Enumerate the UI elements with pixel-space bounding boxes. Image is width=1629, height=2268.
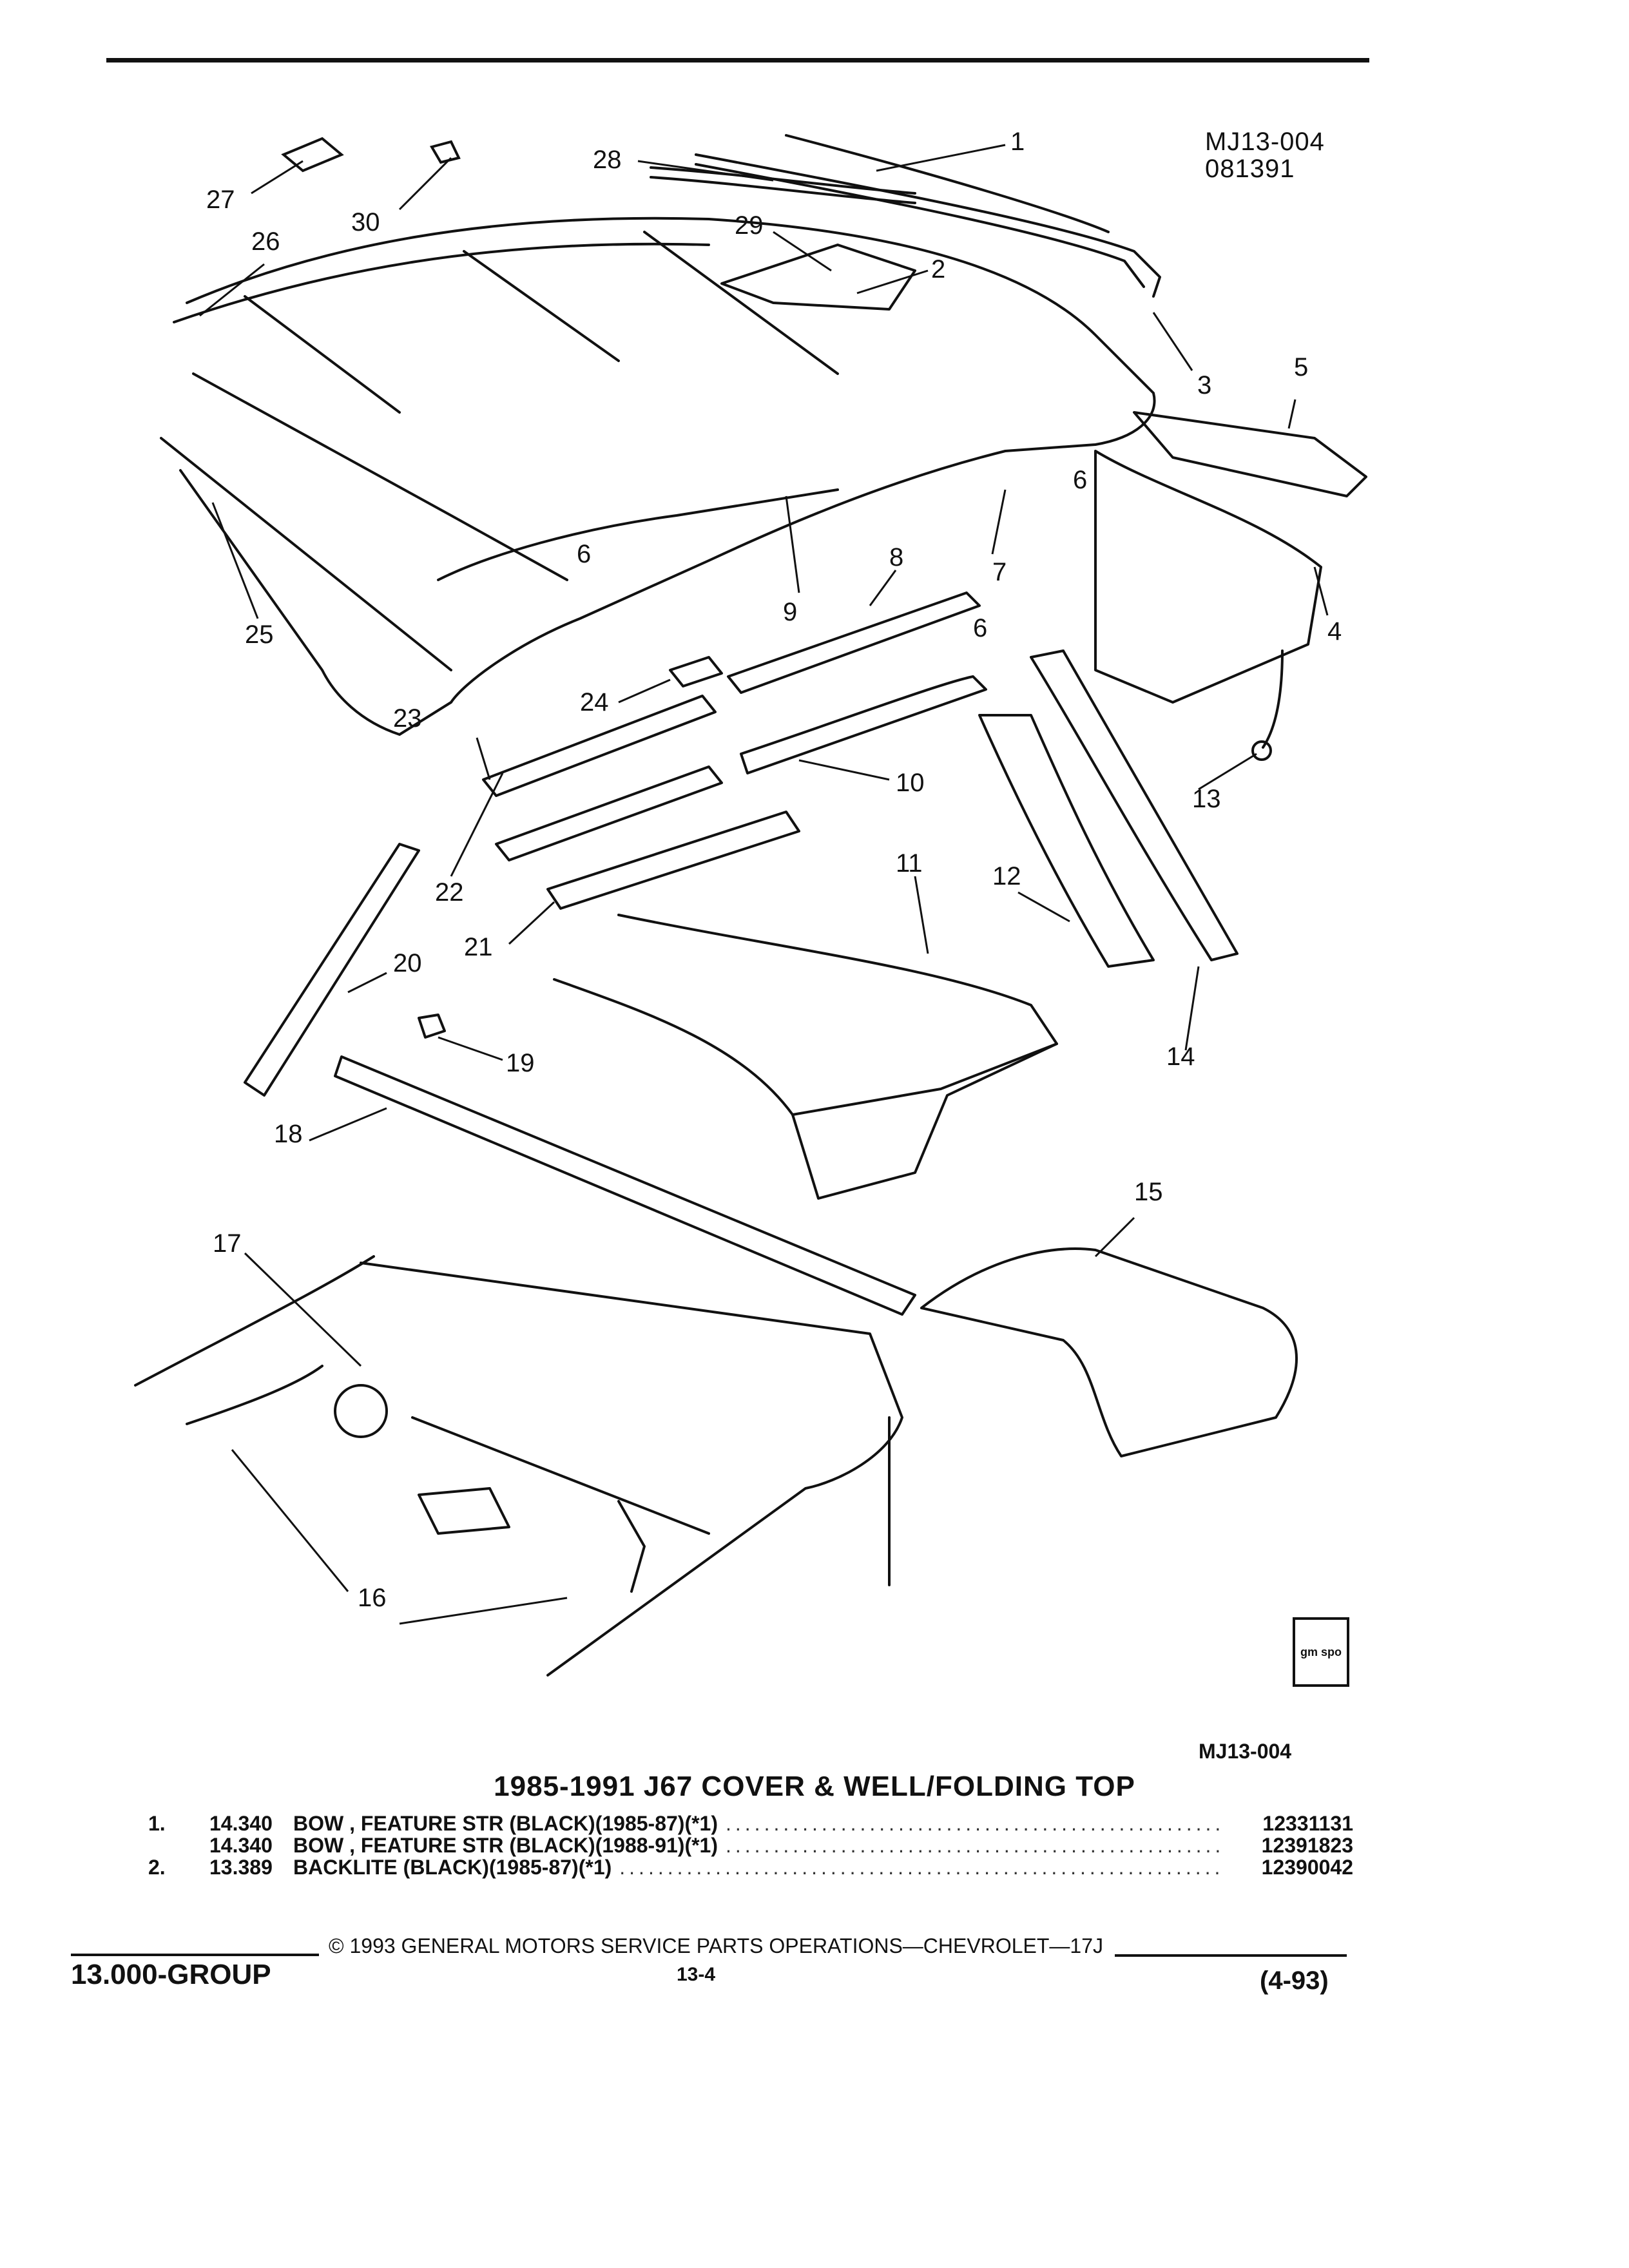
footer-rule-left (71, 1954, 319, 1956)
page-number: 13-4 (677, 1964, 716, 1985)
callout-17: 17 (213, 1229, 242, 1258)
callout-26: 26 (251, 227, 280, 256)
callout-24: 24 (580, 688, 609, 716)
callout-28: 28 (593, 146, 622, 174)
callout-18: 18 (274, 1120, 303, 1148)
callout-6b: 6 (577, 540, 592, 568)
figure-bottom-id: MJ13-004 (1199, 1740, 1292, 1763)
leader-dots: ........................................… (726, 1834, 1223, 1857)
callout-27: 27 (206, 186, 235, 214)
callout-11: 11 (896, 849, 923, 878)
callout-15: 15 (1134, 1178, 1163, 1206)
clip-icon (429, 140, 461, 164)
callout-3: 3 (1197, 371, 1212, 399)
figure-id: MJ13-004 (1205, 128, 1325, 156)
callout-8: 8 (889, 543, 904, 572)
item-number: 2. (148, 1856, 166, 1879)
callout-16: 16 (358, 1584, 387, 1612)
leader-dots: ........................................… (619, 1856, 1223, 1879)
callout-6c: 6 (973, 614, 988, 642)
callout-22: 22 (435, 878, 464, 907)
item-description: BOW , FEATURE STR (BLACK)(1985-87)(*1) (293, 1812, 718, 1835)
callout-5: 5 (1294, 353, 1309, 381)
part-number: 12391823 (1261, 1834, 1353, 1857)
callout-1: 1 (1010, 128, 1025, 156)
callout-21: 21 (464, 933, 493, 961)
part-number: 12390042 (1261, 1856, 1353, 1879)
exploded-parts-diagram (134, 134, 1367, 1677)
item-code: 14.340 (209, 1834, 273, 1857)
top-rule (106, 58, 1369, 62)
callout-29: 29 (735, 211, 764, 240)
item-description: BACKLITE (BLACK)(1985-87)(*1) (293, 1856, 612, 1879)
logo-text: gm spo (1300, 1645, 1342, 1658)
footer-rule-right (1115, 1954, 1347, 1957)
callout-13: 13 (1192, 785, 1221, 813)
leader-dots: ........................................… (726, 1812, 1223, 1835)
item-code: 14.340 (209, 1812, 273, 1835)
callout-20: 20 (393, 949, 422, 977)
callout-9: 9 (783, 598, 798, 626)
callout-2: 2 (931, 255, 946, 284)
parts-row: 2. 13.389 BACKLITE (BLACK)(1985-87)(*1) … (148, 1856, 1353, 1879)
callout-12: 12 (992, 862, 1021, 890)
callout-7: 7 (992, 558, 1007, 586)
part-number: 12331131 (1262, 1812, 1353, 1835)
callout-4: 4 (1327, 617, 1342, 646)
callout-6a: 6 (1073, 466, 1088, 494)
callout-30: 30 (351, 208, 380, 236)
parts-row: 14.340 BOW , FEATURE STR (BLACK)(1988-91… (148, 1834, 1353, 1857)
bracket-icon (281, 137, 344, 173)
callout-10: 10 (896, 769, 925, 797)
figure-date-code: 081391 (1205, 155, 1295, 183)
item-description: BOW , FEATURE STR (BLACK)(1988-91)(*1) (293, 1834, 718, 1857)
callout-25: 25 (245, 620, 274, 649)
callout-14: 14 (1166, 1043, 1195, 1071)
group-label: 13.000-GROUP (71, 1959, 271, 1990)
section-title: 1985-1991 J67 COVER & WELL/FOLDING TOP (494, 1771, 1135, 1802)
revision-date: (4-93) (1260, 1966, 1329, 1995)
callout-23: 23 (393, 704, 422, 733)
gm-spo-logo-icon: gm spo (1293, 1617, 1349, 1687)
callout-19: 19 (506, 1049, 535, 1077)
parts-row: 1. 14.340 BOW , FEATURE STR (BLACK)(1985… (148, 1812, 1353, 1835)
copyright: © 1993 GENERAL MOTORS SERVICE PARTS OPER… (329, 1934, 1103, 1957)
item-code: 13.389 (209, 1856, 273, 1879)
item-number: 1. (148, 1812, 166, 1835)
